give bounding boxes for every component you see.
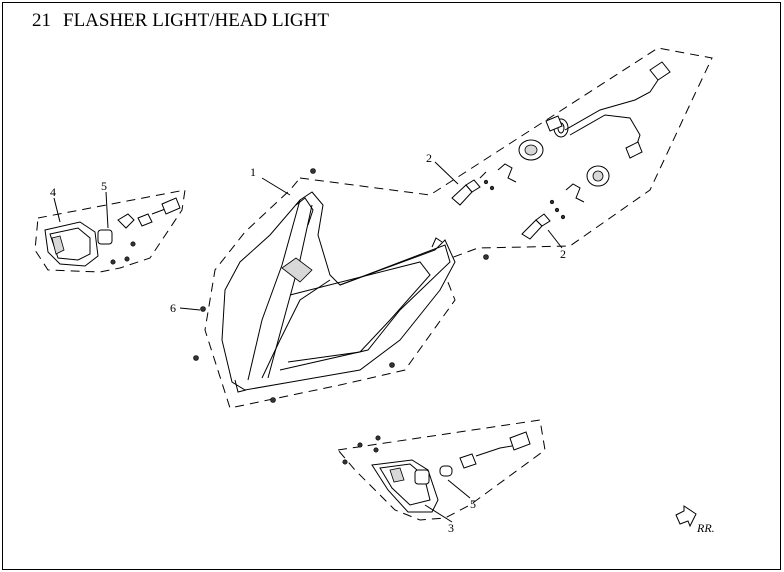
headlight-bulb-lower [521, 165, 610, 240]
headlight-group-boundary [204, 47, 713, 409]
callout-4: 4 [50, 185, 56, 199]
arrow-right-outline-icon [675, 505, 697, 528]
section-number: 21 [32, 10, 51, 31]
callout-2-lower: 2 [560, 247, 566, 261]
callout-leader-5a [105, 191, 109, 229]
callout-leader-6 [179, 307, 201, 311]
callout-leader-3 [424, 504, 453, 523]
callout-1: 1 [250, 165, 256, 179]
section-title: FLASHER LIGHT/HEAD LIGHT [63, 10, 329, 31]
headlight-bulb-upper [451, 118, 569, 206]
page-title: 21 FLASHER LIGHT/HEAD LIGHT [32, 10, 329, 32]
left-flasher-group-boundary [34, 189, 186, 273]
callout-leader-1 [261, 177, 291, 196]
callout-leader-2b [547, 229, 563, 249]
callout-leader-5b [447, 479, 471, 499]
direction-label: RR. [696, 521, 715, 535]
callout-leader-2a [434, 161, 459, 185]
wiring-harness [545, 61, 671, 159]
callout-5-right: 5 [470, 497, 476, 511]
callout-3: 3 [448, 521, 454, 535]
headlight-assembly [221, 191, 456, 393]
screws-headlight [193, 168, 489, 403]
callout-leader-4 [53, 197, 61, 223]
callout-5-left: 5 [101, 179, 107, 193]
right-flasher-assembly [342, 431, 531, 513]
left-flasher-assembly [44, 197, 181, 267]
callout-2-upper: 2 [426, 151, 432, 165]
right-flasher-group-boundary [337, 419, 546, 521]
callout-6: 6 [170, 301, 176, 315]
